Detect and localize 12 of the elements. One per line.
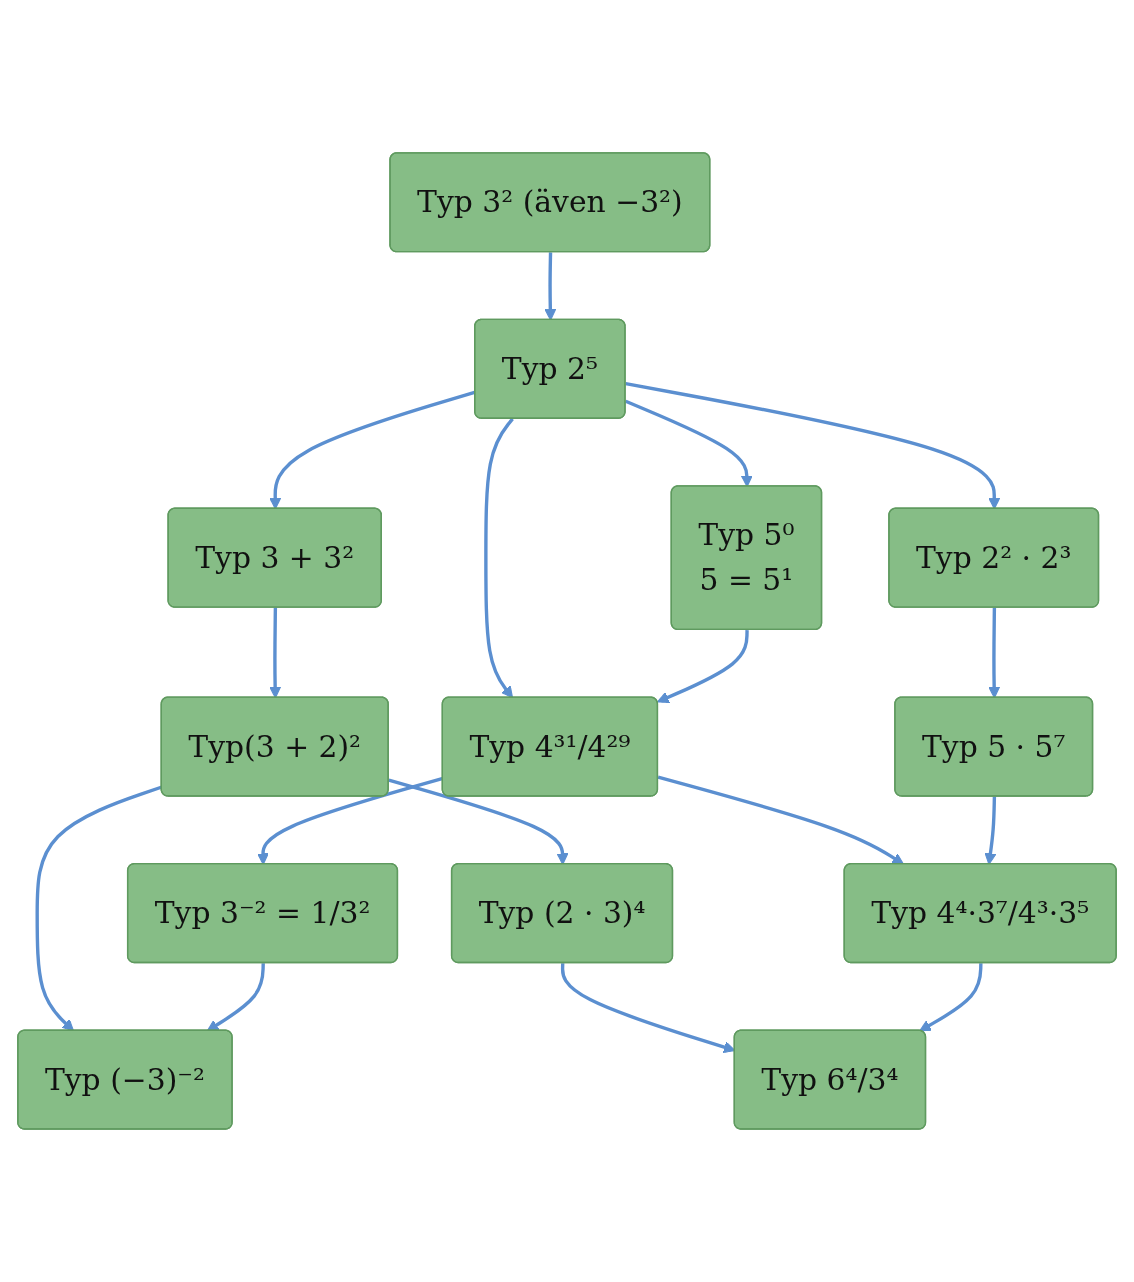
arrow	[35, 785, 163, 1032]
arrow	[919, 963, 983, 1032]
arrow	[657, 630, 749, 704]
arrow	[388, 778, 569, 865]
arrow	[484, 417, 514, 699]
arrow	[544, 252, 557, 321]
arrow	[984, 796, 997, 865]
arrow	[657, 775, 905, 865]
arrow	[269, 607, 282, 699]
arrow	[206, 963, 265, 1032]
arrow	[625, 381, 1001, 510]
arrow	[988, 607, 1001, 699]
